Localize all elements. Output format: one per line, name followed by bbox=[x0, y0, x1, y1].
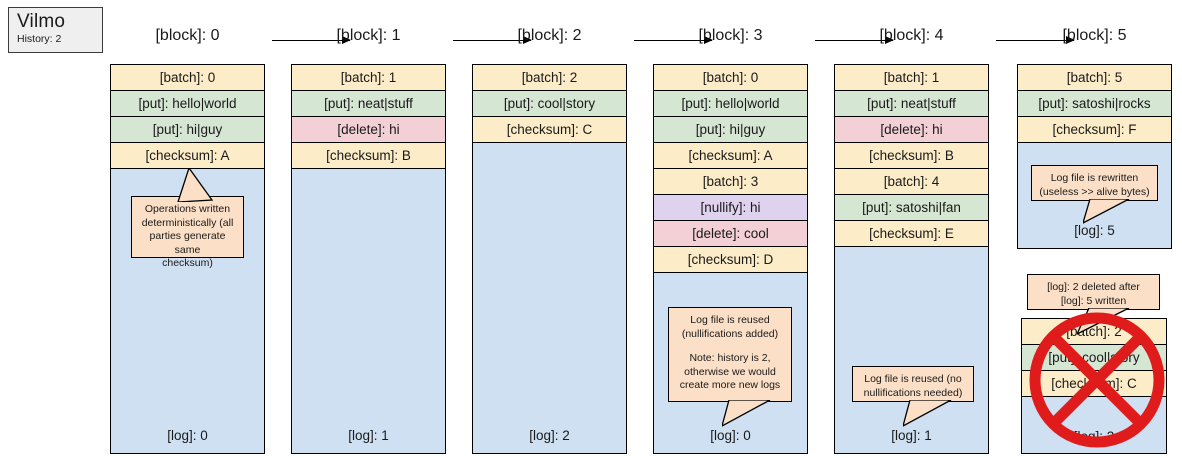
callout-line: create more new logs bbox=[679, 379, 781, 391]
entry-row: [put]: hello|world bbox=[654, 91, 807, 117]
callout-tail-4 bbox=[903, 400, 955, 428]
callout-line: Note: history is 2, bbox=[689, 352, 771, 364]
entry-row: [put]: satoshi|rocks bbox=[1018, 91, 1171, 117]
entry-row: [batch]: 4 bbox=[835, 169, 988, 195]
entry-row: [checksum]: F bbox=[1018, 117, 1171, 143]
log-label: [log]: 1 bbox=[891, 428, 932, 443]
entry-row: [checksum]: A bbox=[654, 143, 807, 169]
entry-row: [checksum]: D bbox=[654, 247, 807, 273]
callout-line: deterministically (all bbox=[141, 216, 234, 229]
block-header-0: [block]: 0 bbox=[155, 27, 220, 44]
block-header-3: [block]: 3 bbox=[698, 27, 763, 44]
entry-row: [put]: hi|guy bbox=[654, 117, 807, 143]
callout-log-reused-no-nullifications: Log file is reused (no nullifications ne… bbox=[852, 366, 974, 402]
callout-line: (nullifications added) bbox=[681, 327, 779, 340]
arrow-block-2-to-3 bbox=[634, 36, 713, 45]
entry-row: [batch]: 5 bbox=[1018, 65, 1171, 91]
vilmo-legend-box: Vilmo History: 2 bbox=[8, 7, 103, 53]
callout-line: Log file is rewritten bbox=[1050, 172, 1139, 184]
entry-row: [batch]: 2 bbox=[473, 65, 626, 91]
callout-line: Log file is reused bbox=[690, 314, 770, 326]
callout-line: nullifications needed) bbox=[863, 386, 963, 399]
log-area-2: [log]: 2 bbox=[473, 143, 626, 450]
log-label: [log]: 2 bbox=[1073, 429, 1115, 444]
callout-line: checksum) bbox=[162, 257, 213, 269]
entry-row: [put]: hello|world bbox=[111, 91, 264, 117]
callout-tail-3 bbox=[722, 400, 774, 428]
entry-row: [nullify]: hi bbox=[654, 195, 807, 221]
log-label: [log]: 2 bbox=[529, 428, 570, 443]
entry-row: [delete]: cool bbox=[654, 221, 807, 247]
log-label: [log]: 5 bbox=[1074, 223, 1115, 238]
entry-row: [batch]: 3 bbox=[654, 169, 807, 195]
callout-tail-0 bbox=[156, 168, 216, 202]
entry-row: [delete]: hi bbox=[835, 117, 988, 143]
callout-log-deleted: [log]: 2 deleted after [log]: 5 written bbox=[1027, 274, 1160, 310]
block-header-1: [block]: 1 bbox=[336, 27, 401, 44]
log-label: [log]: 1 bbox=[348, 428, 389, 443]
callout-line: [log]: 2 deleted after bbox=[1047, 281, 1140, 293]
entry-row: [put]: cool|story bbox=[473, 91, 626, 117]
entry-row: [checksum]: E bbox=[835, 221, 988, 247]
log-label: [log]: 0 bbox=[710, 428, 751, 443]
entry-row: [put]: hi|guy bbox=[111, 117, 264, 143]
callout-log-rewritten: Log file is rewritten (useless >> alive … bbox=[1031, 165, 1158, 201]
entry-row: [put]: cool|story bbox=[1022, 345, 1166, 371]
log-area-1: [log]: 1 bbox=[292, 169, 445, 450]
callout-tail-5 bbox=[1083, 199, 1135, 225]
entry-row: [checksum]: B bbox=[835, 143, 988, 169]
entry-row: [batch]: 0 bbox=[654, 65, 807, 91]
arrow-block-4-to-5 bbox=[996, 36, 1075, 45]
callout-line: [log]: 5 written bbox=[1060, 294, 1127, 307]
entry-row: [checksum]: B bbox=[292, 143, 445, 169]
arrow-block-3-to-4 bbox=[815, 36, 894, 45]
block-header-4: [block]: 4 bbox=[879, 27, 944, 44]
callout-log-reused-nullifications: Log file is reused (nullifications added… bbox=[668, 307, 792, 402]
block-column-2[interactable]: [batch]: 2 [put]: cool|story [checksum]:… bbox=[472, 64, 627, 454]
arrow-block-1-to-2 bbox=[453, 36, 532, 45]
entry-row: [batch]: 0 bbox=[111, 65, 264, 91]
entry-row: [checksum]: C bbox=[1022, 371, 1166, 397]
callout-tail-deleted bbox=[1077, 308, 1135, 336]
entry-row: [delete]: hi bbox=[292, 117, 445, 143]
history-setting: History: 2 bbox=[17, 33, 62, 45]
log-area-deleted: [log]: 2 bbox=[1022, 397, 1166, 451]
log-label: [log]: 0 bbox=[167, 428, 208, 443]
callout-determinism: Operations written deterministically (al… bbox=[131, 196, 244, 269]
entry-row: [put]: neat|stuff bbox=[292, 91, 445, 117]
entry-row: [put]: neat|stuff bbox=[835, 91, 988, 117]
entry-row: [batch]: 1 bbox=[292, 65, 445, 91]
app-title: Vilmo bbox=[17, 11, 66, 32]
entry-row: [batch]: 1 bbox=[835, 65, 988, 91]
callout-line: parties generate same bbox=[149, 230, 226, 256]
callout-line: Operations written bbox=[144, 203, 231, 215]
entry-row: [checksum]: A bbox=[111, 143, 264, 169]
callout-line: Log file is reused (no bbox=[864, 373, 962, 385]
block-column-1[interactable]: [batch]: 1 [put]: neat|stuff [delete]: h… bbox=[291, 64, 446, 454]
block-header-2: [block]: 2 bbox=[517, 27, 582, 44]
arrow-block-0-to-1 bbox=[272, 36, 351, 45]
callout-line: (useless >> alive bytes) bbox=[1039, 185, 1150, 198]
callout-line: otherwise we would bbox=[684, 365, 776, 378]
entry-row: [checksum]: C bbox=[473, 117, 626, 143]
deleted-log-block[interactable]: [batch]: 2 [put]: cool|story [checksum]:… bbox=[1021, 318, 1167, 454]
block-header-5: [block]: 5 bbox=[1062, 27, 1127, 44]
entry-row: [put]: satoshi|fan bbox=[835, 195, 988, 221]
